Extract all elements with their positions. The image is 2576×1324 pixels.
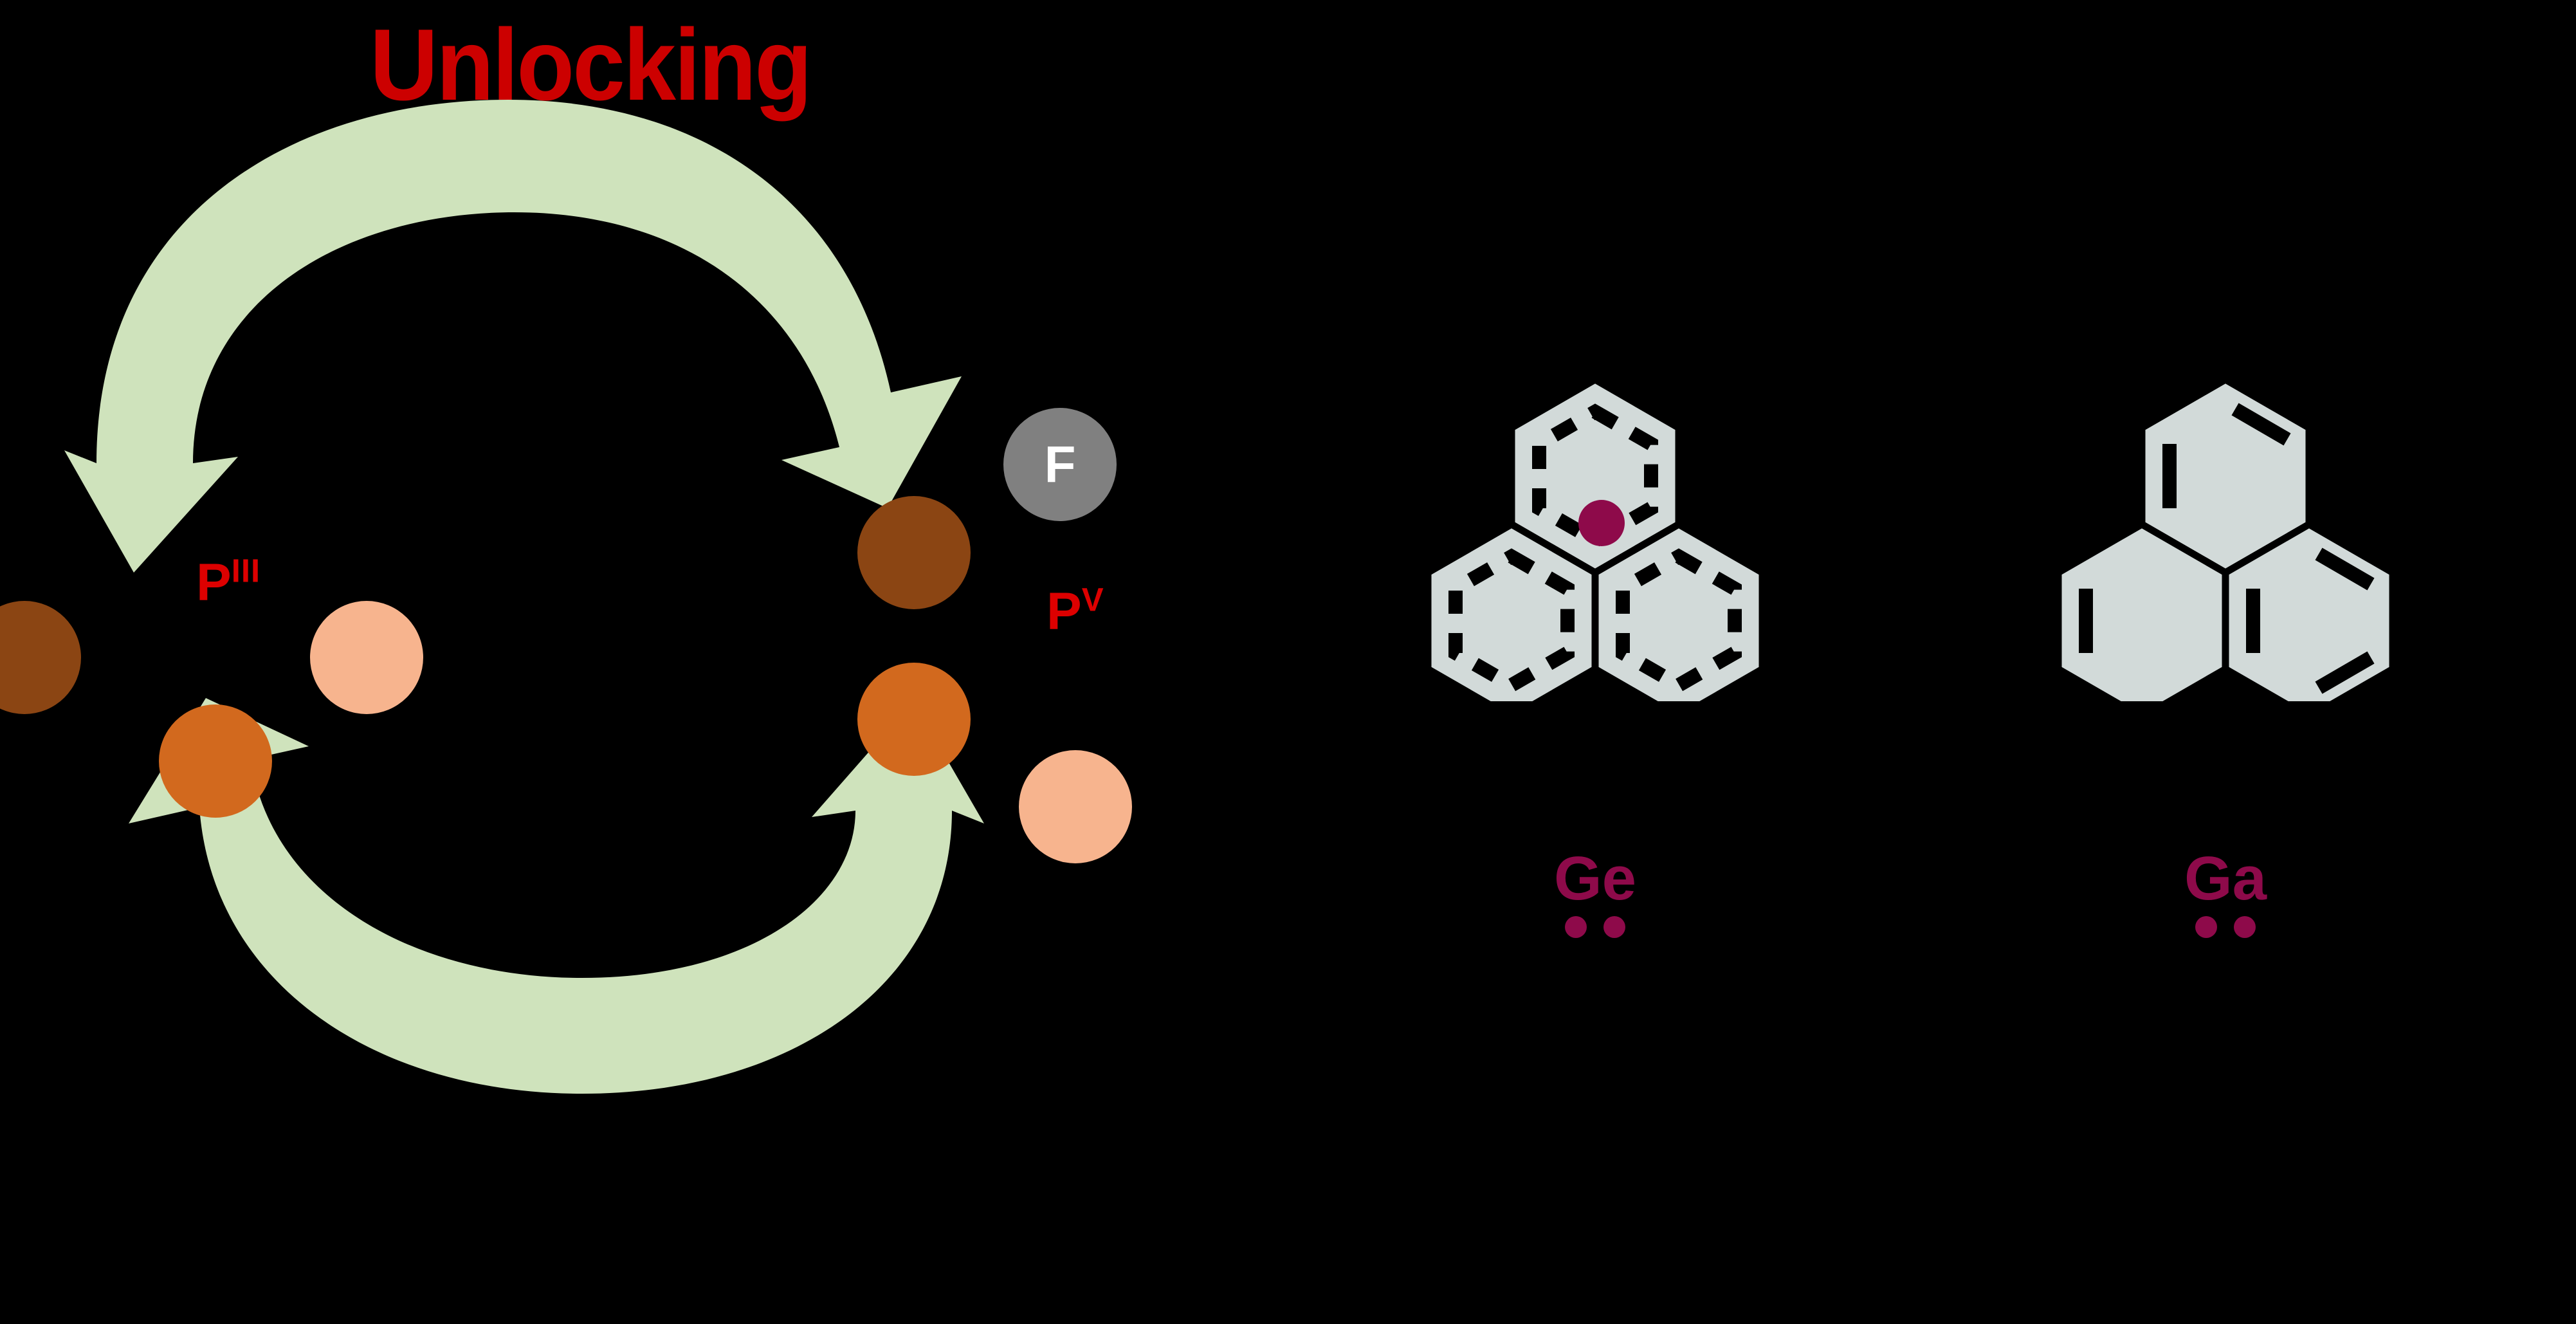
germanium-phenalene-structure <box>1424 375 1766 701</box>
dark-brown-sphere-right <box>857 496 971 609</box>
peach-sphere-right <box>1019 750 1132 863</box>
gallium-label-group: Ga <box>2058 848 2393 938</box>
p3-superscript: III <box>231 552 261 589</box>
lone-pair-dot-left <box>2195 916 2217 938</box>
germanium-lone-pair <box>1428 916 1762 938</box>
p5-superscript: V <box>1081 581 1104 618</box>
forward-arrow <box>64 100 962 573</box>
gallium-label: Ga <box>2184 844 2267 913</box>
fluorine-sphere: F <box>1003 408 1117 521</box>
gallium-lone-pair <box>2058 916 2393 938</box>
lone-pair-dot-right <box>2234 916 2256 938</box>
peach-sphere-left <box>310 601 423 714</box>
return-arrow <box>129 698 984 1094</box>
oxidation-state-label-p3: PIII <box>196 552 261 612</box>
oxidation-state-label-p5: PV <box>1046 581 1104 641</box>
ga-kekule-bonds <box>2079 403 2375 694</box>
gallium-phenalene-structure <box>2054 375 2397 701</box>
germanium-center-dot <box>1578 500 1625 546</box>
ga-ring-outlines <box>2054 375 2397 701</box>
page-title: Unlocking <box>370 8 812 122</box>
ge-aromatic-dashes <box>1448 403 1742 694</box>
lone-pair-dot-left <box>1565 916 1587 938</box>
p5-element-symbol: P <box>1046 582 1082 641</box>
germanium-label: Ge <box>1553 844 1637 913</box>
orange-sphere-left <box>159 704 272 818</box>
catalytic-cycle-arrows <box>64 100 984 1094</box>
lone-pair-dot-right <box>1603 916 1625 938</box>
germanium-label-group: Ge <box>1428 848 1762 938</box>
p3-element-symbol: P <box>196 553 232 612</box>
fluorine-symbol: F <box>1044 436 1076 493</box>
orange-sphere-right <box>857 663 971 776</box>
